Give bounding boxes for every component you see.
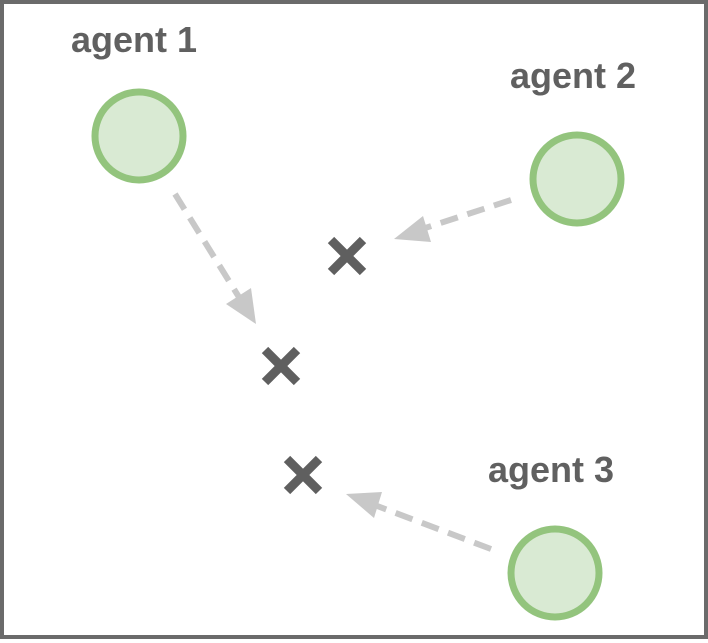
- circle-icon: [529, 131, 625, 227]
- arrowheads: [226, 216, 431, 518]
- x-mark-icon: [283, 455, 323, 495]
- agent-3: agent 3: [488, 449, 614, 621]
- agent-3-label: agent 3: [488, 449, 614, 490]
- movement-arrows: [172, 192, 512, 552]
- agent-2: agent 2: [510, 55, 636, 227]
- arrow-agent-3: [370, 501, 493, 552]
- diagram-svg: agent 1 agent 2 agent 3: [71, 19, 636, 621]
- arrowhead-agent-2: [394, 216, 431, 242]
- circle-icon: [91, 88, 187, 184]
- arrow-agent-2: [415, 197, 512, 234]
- target-marks: [261, 236, 367, 495]
- arrow-agent-1: [172, 192, 245, 304]
- x-mark-icon: [261, 346, 301, 386]
- agent-2-label: agent 2: [510, 55, 636, 96]
- arrowhead-agent-3: [346, 492, 382, 518]
- arrowhead-agent-1: [226, 288, 256, 324]
- agent-1: agent 1: [71, 19, 197, 184]
- circle-icon: [507, 525, 603, 621]
- x-mark-icon: [327, 236, 367, 276]
- agent-1-label: agent 1: [71, 19, 197, 60]
